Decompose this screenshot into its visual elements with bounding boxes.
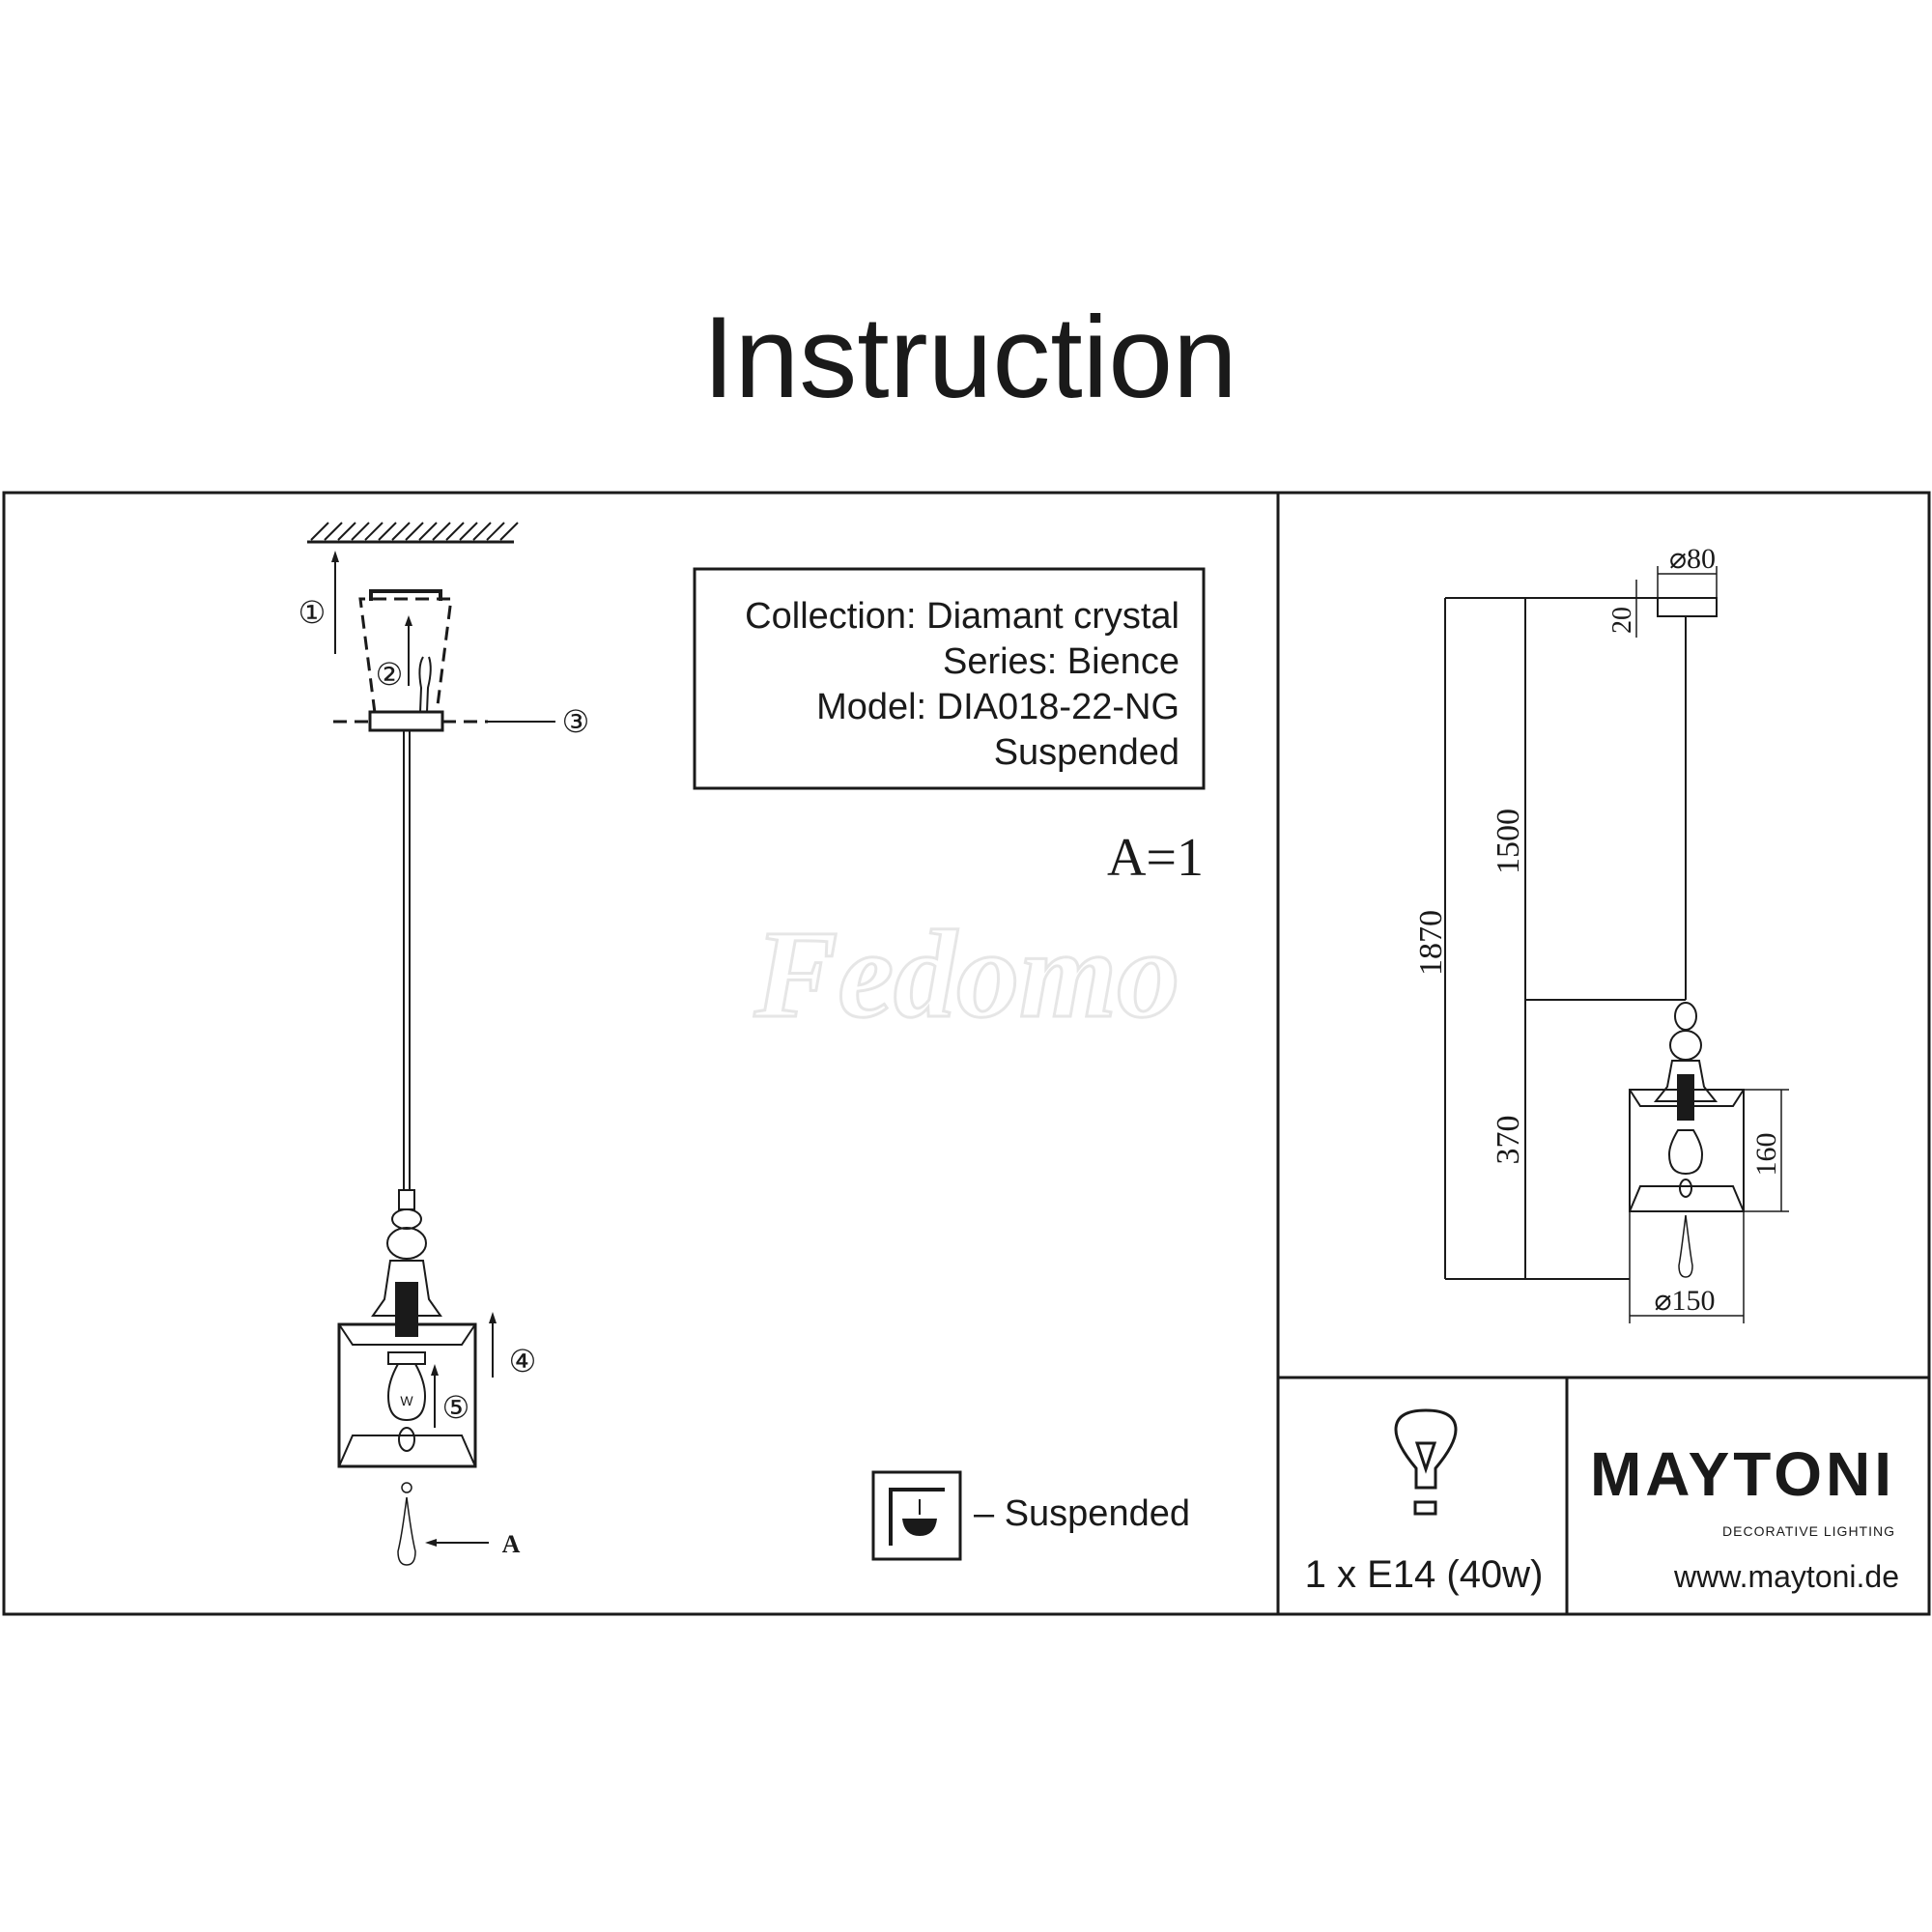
dim-canopy-diameter: ⌀80 [1669,543,1716,575]
crystal-drop [397,1496,416,1566]
model-label: Model: DIA018-22-NG [816,687,1179,727]
part-a-label: A [502,1530,521,1558]
parts-count: A=1 [1107,828,1204,888]
assembly-drawing: W ① ② ③ ④ ⑤ A [298,522,590,1566]
dim-total-height: 1870 [1413,910,1449,976]
light-bulb-icon [1394,1408,1458,1490]
type-label: Suspended [994,732,1179,773]
brand-tagline: DECORATIVE LIGHTING [1722,1523,1895,1539]
dim-shade-diameter: ⌀150 [1654,1285,1715,1317]
watermark: Fedomo [753,905,1180,1044]
series-label: Series: Bience [943,641,1179,682]
brand-logo: MAYTONI [1590,1439,1895,1509]
suspended-mount-icon [871,1470,962,1561]
outer-frame [2,491,1931,1616]
step-4-label: ④ [509,1344,537,1378]
suspended-label: – Suspended [974,1493,1190,1534]
bulb-icon [386,1363,427,1422]
dim-canopy-height: 20 [1607,607,1637,634]
step-1-label: ① [298,595,327,630]
page-title: Instruction [702,293,1237,422]
info-box: Collection: Diamant crystal Series: Bien… [693,567,1206,790]
suspended-legend: – Suspended [871,1470,1190,1561]
dim-shade-height: 160 [1750,1133,1782,1177]
dim-lamp-height: 370 [1491,1116,1526,1165]
collection-label: Collection: Diamant crystal [745,596,1179,637]
step-5-label: ⑤ [442,1390,470,1425]
step-3-label: ③ [562,704,590,739]
step-2-label: ② [376,657,404,692]
dimension-drawing: ⌀80 20 1870 1500 370 160 ⌀150 [1413,543,1789,1323]
dim-cord-length: 1500 [1491,809,1526,874]
bulb-spec: 1 x E14 (40w) [1305,1408,1544,1596]
website-link[interactable]: www.maytoni.de [1673,1559,1899,1594]
brand-block: MAYTONI DECORATIVE LIGHTING www.maytoni.… [1590,1439,1899,1594]
bulb-mark: W [400,1393,413,1408]
bulb-spec-label: 1 x E14 (40w) [1305,1553,1544,1596]
